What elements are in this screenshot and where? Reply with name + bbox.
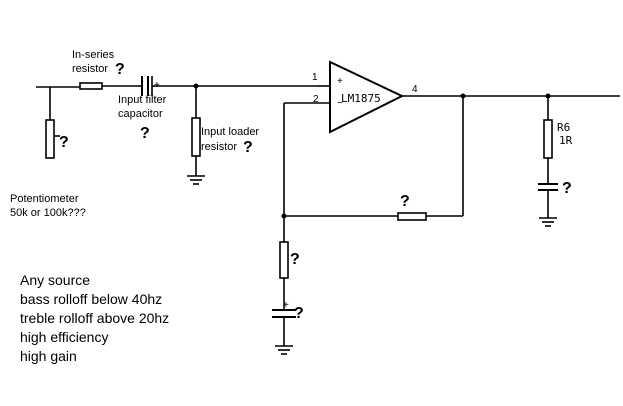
potentiometer — [45, 87, 60, 159]
in-series-label-2: resistor — [72, 63, 108, 75]
r6-name-label: R6 — [557, 121, 570, 134]
question-gain-resistor: ? — [290, 251, 300, 268]
note-line: high efficiency — [20, 329, 108, 345]
question-input-filter: ? — [140, 125, 150, 142]
pin-4-label: 4 — [412, 84, 418, 95]
input-loader-label-2: resistor — [201, 141, 237, 153]
input-filter-capacitor: + — [138, 76, 160, 96]
input-loader-label-1: Input loader — [201, 126, 259, 138]
question-feedback: ? — [400, 193, 410, 210]
gain-resistor — [279, 216, 289, 310]
inverting-minus: − — [337, 98, 343, 109]
gain-cap-plus: + — [283, 300, 289, 311]
feedback-resistor — [397, 212, 427, 221]
gain-capacitor: + — [272, 300, 296, 346]
note-line: treble rolloff above 20hz — [20, 310, 169, 326]
feedback-wire — [281, 93, 466, 219]
ground-symbol-loader — [187, 175, 205, 185]
in-series-resistor — [79, 82, 103, 90]
input-filter-label-1: Input filter — [118, 94, 167, 106]
note-line: Any source — [20, 272, 90, 288]
cap-plus-sign: + — [154, 80, 160, 91]
pin-1-label: 1 — [312, 72, 318, 83]
input-wire — [36, 85, 318, 88]
ground-symbol-zobel — [539, 217, 557, 227]
input-loader-resistor — [191, 83, 201, 176]
in-series-label-1: In-series — [72, 49, 115, 61]
r6-value-label: 1R — [559, 134, 573, 147]
note-line: high gain — [20, 348, 77, 364]
lm1875-amplifier — [284, 60, 620, 134]
pin-2-label: 2 — [313, 94, 319, 105]
note-line: bass rolloff below 40hz — [20, 291, 162, 307]
chip-name-label: LM1875 — [341, 92, 381, 105]
noninverting-plus: + — [337, 76, 343, 87]
question-input-loader: ? — [243, 139, 253, 156]
question-in-series: ? — [115, 61, 125, 78]
question-zobel-cap: ? — [562, 180, 572, 197]
potentiometer-label-1: Potentiometer — [10, 193, 79, 205]
zobel-network — [538, 93, 558, 218]
question-gain-capacitor: ? — [294, 305, 304, 322]
question-potentiometer: ? — [59, 134, 69, 151]
ground-symbol-gain — [275, 345, 293, 355]
notes-block: Any source bass rolloff below 40hz trebl… — [20, 272, 169, 364]
potentiometer-label-2: 50k or 100k??? — [10, 207, 86, 219]
input-filter-label-2: capacitor — [118, 108, 163, 120]
